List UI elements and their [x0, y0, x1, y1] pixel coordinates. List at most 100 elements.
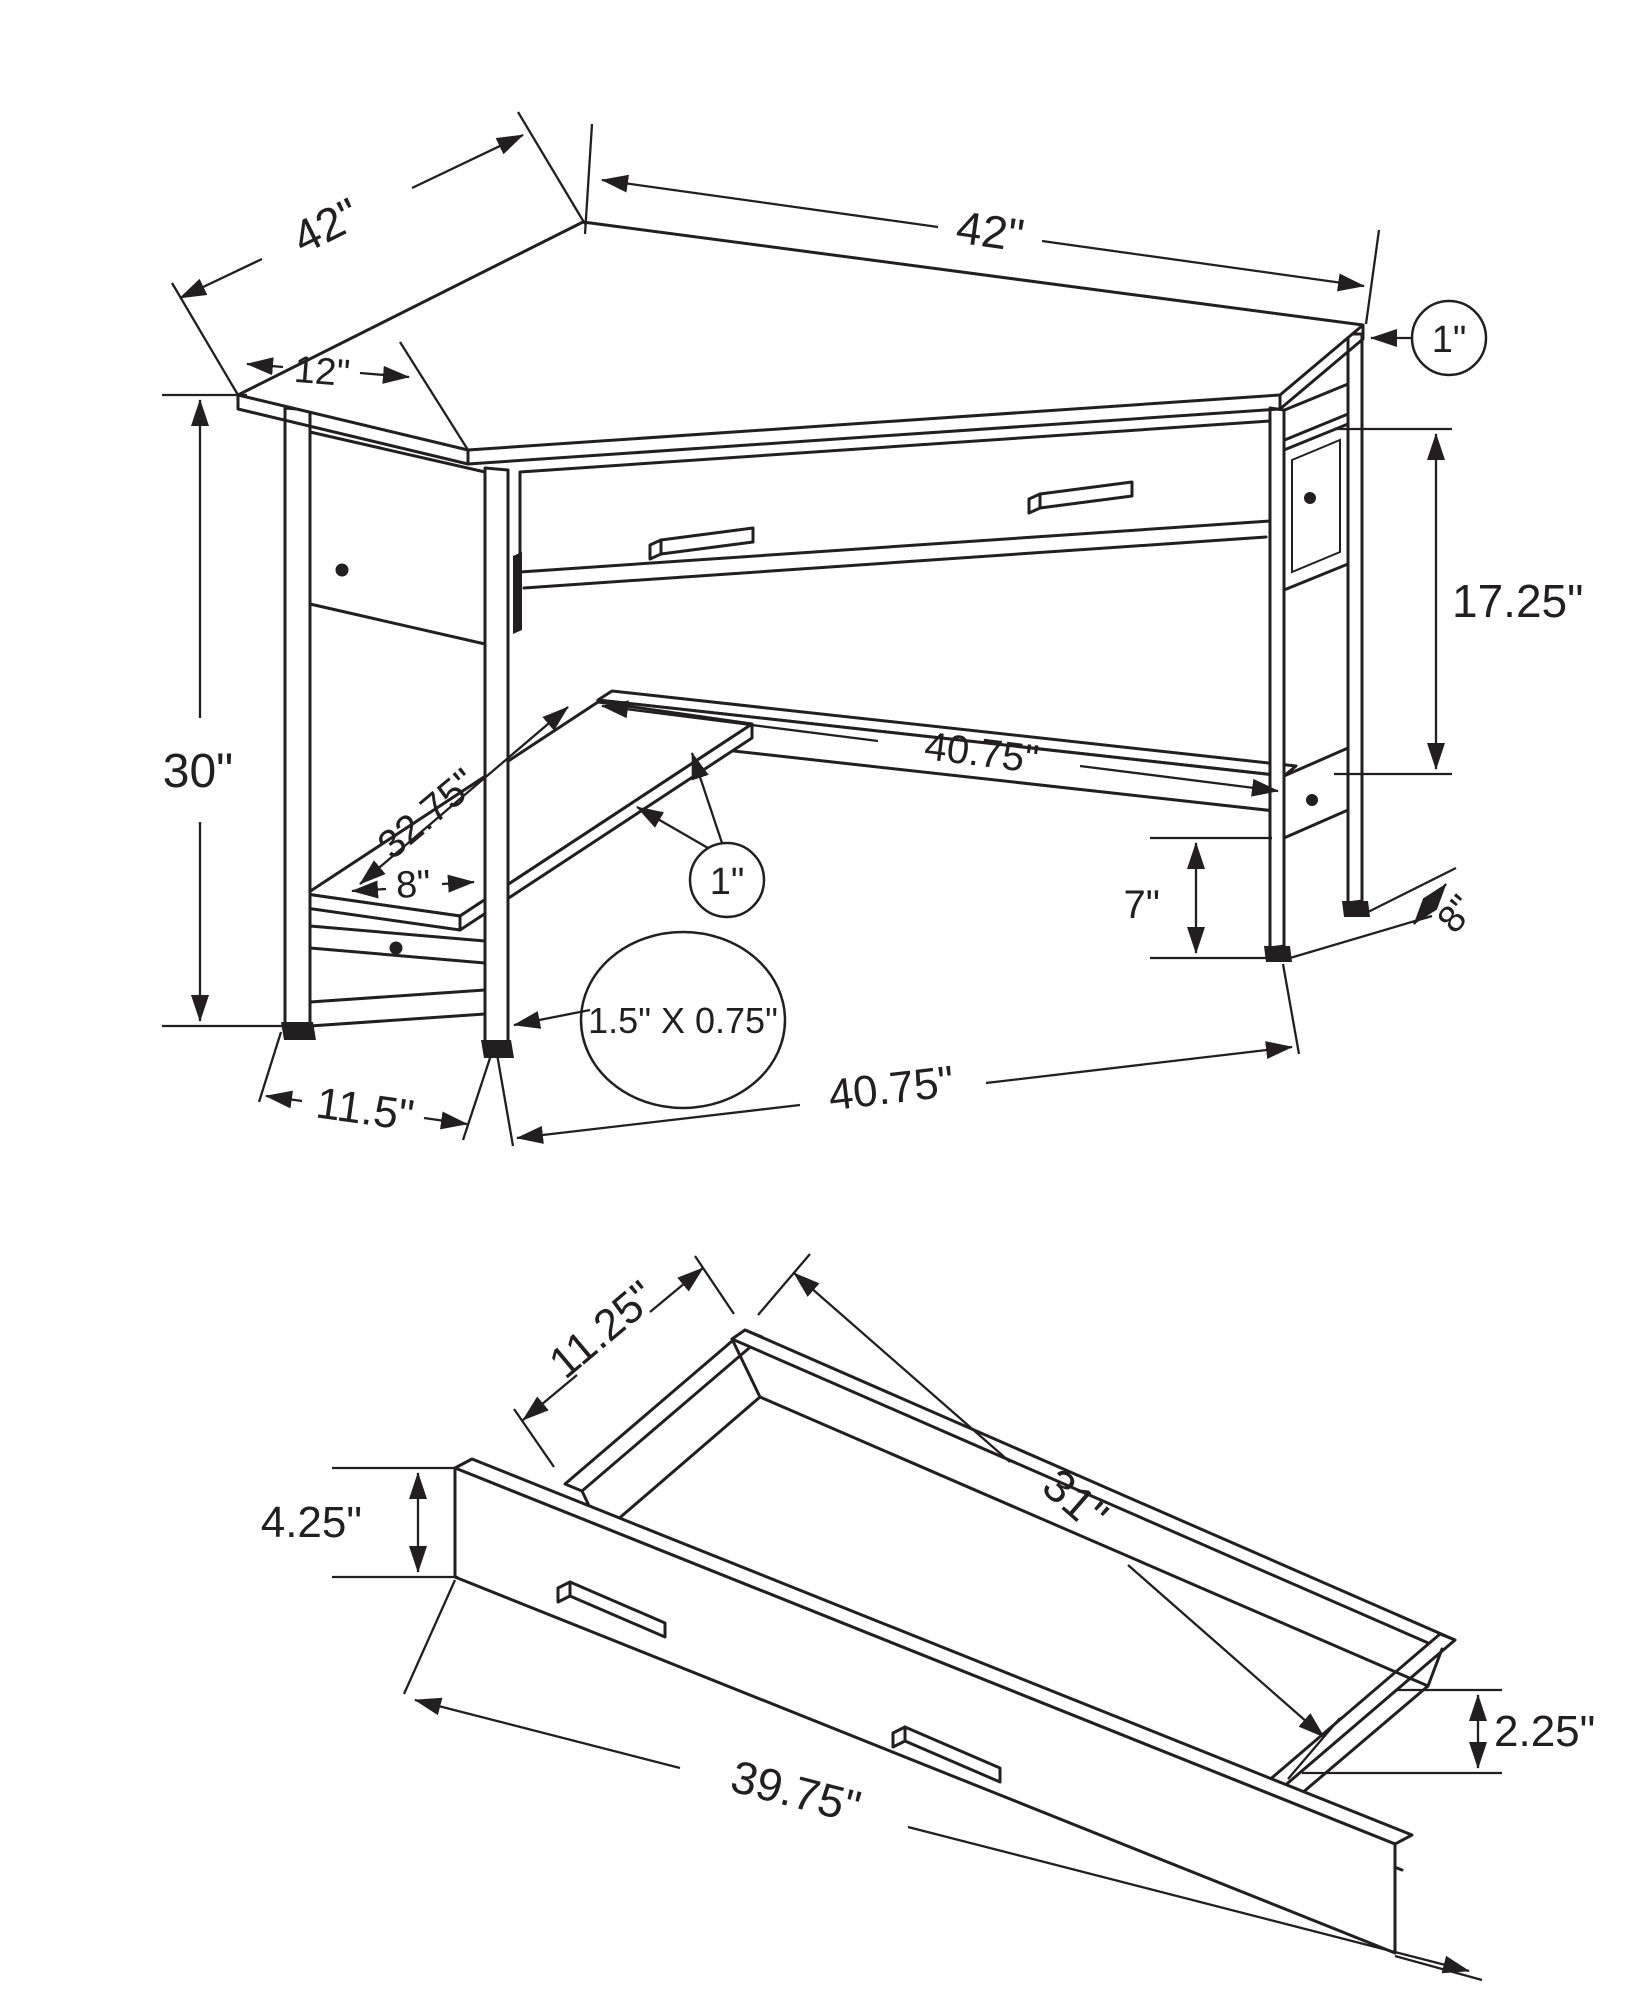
- dim-label-side-height: 2.25": [1494, 1707, 1595, 1756]
- callout-bubble: [579, 930, 787, 1110]
- right-leg-outer-post: [1346, 332, 1364, 905]
- dim-line: [793, 1272, 1011, 1463]
- drawer-handle: [556, 1580, 667, 1639]
- desk-left-leg: [281, 406, 514, 1058]
- dim-line: [601, 700, 879, 743]
- dim-right-leg-depth: 8": [1289, 866, 1484, 960]
- dim-line: [351, 880, 387, 899]
- right-leg-front-foot: [1264, 946, 1292, 962]
- dim-line: [649, 1267, 704, 1313]
- dim-line: [441, 874, 475, 893]
- tick: [1334, 427, 1452, 776]
- left-leg-stretcher: [308, 988, 487, 1028]
- tick: [1302, 1688, 1502, 1775]
- leader-arrow: [636, 806, 709, 849]
- dim-top-thickness: 1": [1370, 299, 1488, 377]
- drawer-front-panel: [453, 1457, 1414, 1955]
- tick: [332, 1466, 458, 1579]
- left-leg-back-post: [283, 406, 312, 1028]
- drawer-handle: [891, 1725, 1002, 1784]
- dim-left-front-edge: 12": [246, 341, 469, 451]
- dim-label-shelf-width: 8": [395, 863, 432, 907]
- tick: [1150, 836, 1272, 960]
- tick: [171, 111, 586, 396]
- dim-line: [907, 1825, 1470, 1974]
- cam-screw-dot: [1304, 492, 1316, 504]
- dim-label-front-floor-span: 40.75": [826, 1057, 957, 1120]
- drawer-box-bottom-line: [522, 535, 1268, 590]
- left-leg-back-foot: [281, 1022, 316, 1040]
- tick: [399, 341, 469, 451]
- right-leg-outer-foot: [1342, 901, 1370, 917]
- panel-top-face: [453, 1457, 1414, 1846]
- desk-shelf: [304, 700, 754, 932]
- dim-label-shelf-thickness: 1": [710, 861, 745, 903]
- left-leg-front-foot: [481, 1040, 514, 1058]
- dim-line: [601, 174, 939, 229]
- dim-shelf-thickness: 1": [636, 752, 766, 919]
- cam-screw-dot: [389, 941, 403, 955]
- dim-label-top-thickness: 1": [1432, 319, 1467, 361]
- cam-screw-dot: [335, 563, 349, 577]
- drawer-right-rim: [1258, 1632, 1457, 1796]
- dim-side-height: 2.25": [1302, 1688, 1595, 1775]
- dim-line: [359, 706, 569, 885]
- right-leg-side-panel: [1282, 422, 1350, 592]
- tick: [513, 1255, 735, 1468]
- dim-label-overall-height: 30": [163, 745, 233, 798]
- left-leg-side-panel: [308, 430, 487, 646]
- dim-line: [423, 1111, 468, 1130]
- dim-label-underside-to-shelf: 17.25": [1452, 575, 1583, 627]
- dim-line: [1127, 1564, 1325, 1738]
- dim-line: [1041, 239, 1365, 292]
- tick: [402, 1579, 1483, 1982]
- leg-panel-gap: [513, 552, 522, 634]
- dim-line: [246, 357, 284, 376]
- leader-arrow: [690, 752, 724, 844]
- desk-desktop: [236, 220, 1365, 466]
- handle-end-cap: [648, 538, 663, 561]
- rail-end-bracket: [1282, 746, 1350, 840]
- dim-leg-frame-profile: 1.5" X 0.75": [513, 930, 787, 1110]
- callout-bubble: [688, 841, 766, 919]
- drawer-front-panel: [518, 419, 1272, 574]
- dim-label-front-height: 4.25": [261, 1498, 362, 1547]
- desk-right-leg: [1264, 332, 1370, 962]
- desk-diagram: 42" 42" 12" 1" 17.: [162, 111, 1583, 1147]
- right-leg-front-post: [1268, 406, 1286, 950]
- dim-left-leg-depth: 11.5": [257, 1031, 494, 1141]
- handle-end-cap: [1027, 492, 1042, 515]
- dim-label-left-front-edge: 12": [292, 349, 351, 395]
- left-leg-front-post: [483, 466, 510, 1046]
- dim-front-height: 4.25": [261, 1466, 458, 1579]
- tick: [583, 123, 1381, 325]
- dim-label-rail-floor-clearance: 7": [1124, 883, 1160, 927]
- panel-front-face: [453, 1466, 1397, 1955]
- dim-label-left-leg-depth: 11.5": [313, 1079, 417, 1141]
- desk-drawer-front: [513, 419, 1272, 634]
- drawer-handle: [1027, 480, 1134, 515]
- dim-shelf-width: 8": [351, 863, 475, 907]
- dim-line: [985, 1041, 1293, 1085]
- handle-end-cap: [556, 1580, 572, 1604]
- tick: [162, 393, 283, 1028]
- tick: [757, 1253, 1341, 1780]
- tick: [1289, 866, 1457, 960]
- dim-line: [179, 257, 263, 300]
- drawer-handle: [648, 526, 755, 561]
- dim-line: [516, 1103, 801, 1144]
- dim-line: [522, 1374, 578, 1421]
- leader-arrow: [513, 1008, 591, 1029]
- handle-end-cap: [891, 1725, 907, 1749]
- cam-screw-dot: [1306, 794, 1318, 806]
- dim-back-edge-right: 42": [583, 123, 1381, 325]
- dim-label-back-edge-right: 42": [953, 201, 1027, 262]
- dim-line: [1079, 764, 1279, 797]
- dim-label-front-length: 39.75": [726, 1750, 866, 1833]
- dim-line: [265, 1090, 303, 1109]
- right-leg-panel-border: [1291, 438, 1341, 574]
- desktop-top-face: [236, 220, 1365, 452]
- dim-front-floor-span: 40.75": [495, 963, 1301, 1147]
